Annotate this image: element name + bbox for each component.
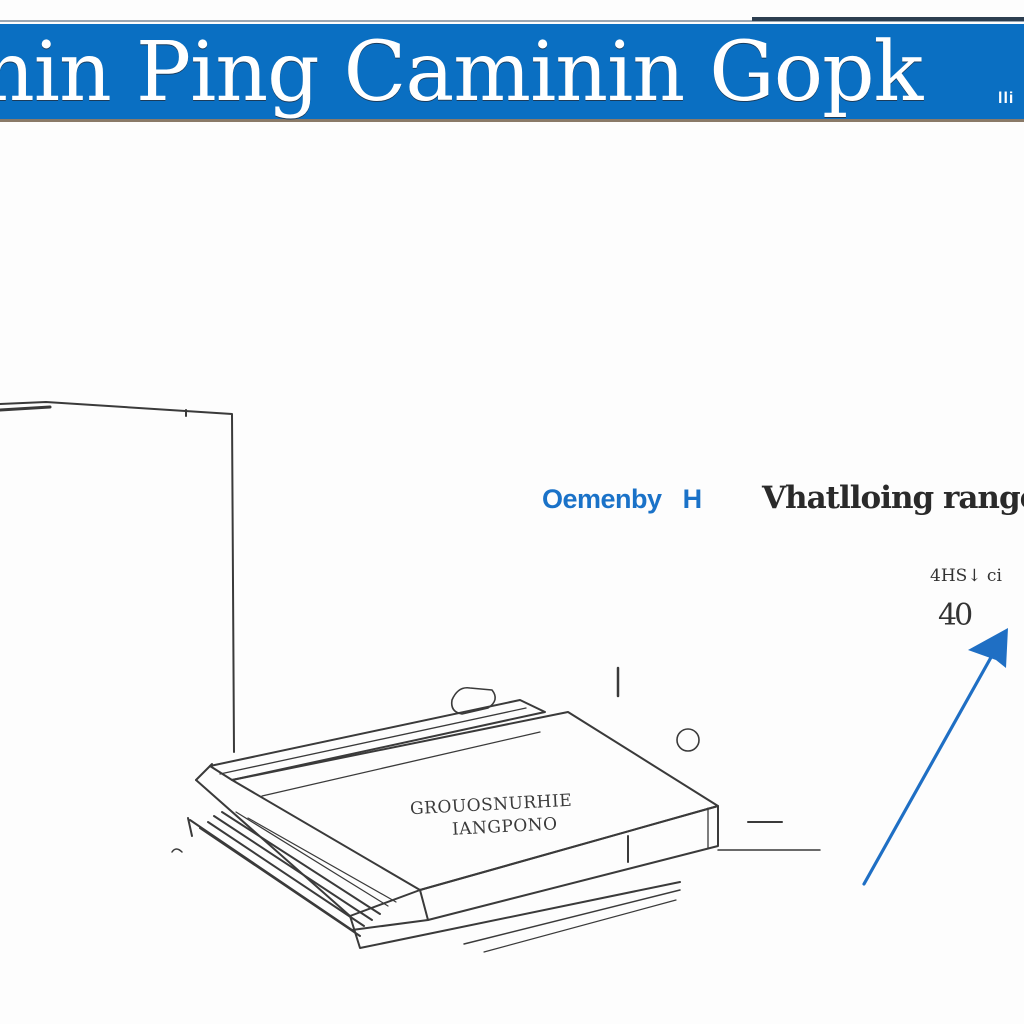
base-edge [349,881,681,949]
banner-mark: lli [998,90,1015,107]
screen-outline [0,401,235,753]
cover-clip [450,686,496,715]
title-banner: nin Ping Caminin Gopk lli [0,24,1024,122]
number-note: 40 [938,598,973,633]
notebook-front-edge [419,805,719,921]
top-rule [0,20,1024,22]
hinge-bar [209,699,546,781]
caption-blue-text: Oemenby H [542,484,702,515]
small-circle-mark [676,728,700,752]
small-note: 4HS↓ ci [930,566,1002,586]
caption-blue-letter: H [682,484,703,514]
banner-title: nin Ping Caminin Gopk [0,25,923,120]
top-accent-rule [752,17,1024,21]
caption-blue-word: Oemenby [542,484,662,514]
pointer-arrow [862,628,1008,886]
caption-dark-text: Vhatlloing rangc [762,480,1024,516]
